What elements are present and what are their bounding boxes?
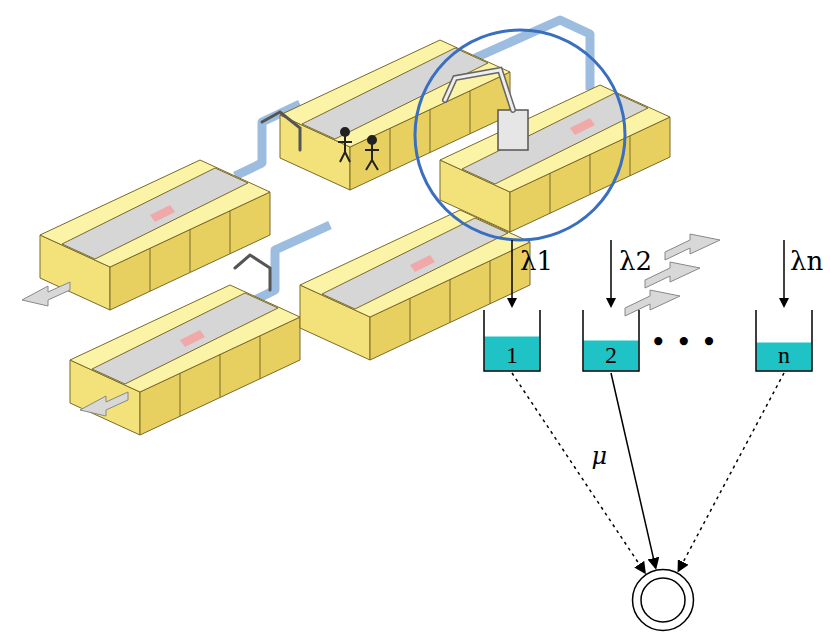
service-rate: μ — [590, 443, 610, 469]
arrival-arrow — [512, 240, 784, 306]
dotted-connector — [678, 373, 784, 571]
belt-arrow — [570, 118, 595, 135]
arrival-arrow — [783, 240, 785, 306]
belt-arrow — [150, 205, 175, 222]
worker-body — [338, 136, 352, 162]
belt — [92, 293, 278, 384]
belt — [62, 168, 248, 259]
server-node — [631, 568, 695, 632]
arrival-rate: λ1 — [520, 246, 553, 276]
bank-divider — [410, 261, 490, 341]
buffer-outline — [484, 310, 540, 371]
server-circle — [633, 570, 694, 631]
robot-arm — [262, 112, 300, 150]
buffer-outline — [583, 310, 639, 371]
worker-head — [368, 136, 376, 144]
bank-divider — [150, 211, 230, 291]
server-circle — [631, 568, 695, 632]
robot-base — [498, 110, 528, 150]
flow-arrow — [665, 234, 720, 260]
robot-arm — [235, 112, 300, 290]
ellipsis-dots: • • • — [650, 328, 717, 358]
arrival-rate: λn — [790, 246, 823, 276]
belt — [302, 48, 488, 139]
robot-arm — [235, 255, 270, 290]
buffer-number: 1 — [483, 342, 541, 368]
bank-top — [280, 40, 510, 147]
flow-arrow — [625, 290, 680, 316]
machine-bank — [440, 85, 670, 232]
server-circle — [641, 578, 685, 622]
queue-buffer: n — [755, 310, 813, 372]
belt-arrow — [180, 330, 205, 347]
service-arrow — [611, 373, 656, 568]
robot-arm — [445, 70, 513, 110]
queue-buffer: 2 — [582, 310, 640, 372]
worker-head — [341, 128, 349, 136]
robot-arm — [445, 70, 528, 150]
worker-figure — [338, 128, 379, 170]
buffer-outline — [756, 310, 812, 371]
buffer-number: 2 — [582, 342, 640, 368]
zoom-circle — [415, 30, 625, 240]
buffer-number: n — [755, 342, 813, 368]
bank-top — [300, 210, 530, 317]
worker-body — [365, 144, 379, 170]
arrival-arrow — [511, 240, 513, 306]
bank-top — [440, 85, 670, 192]
machine-bank — [70, 285, 300, 435]
bank-divider — [180, 336, 260, 416]
arrival-rate: λ2 — [619, 246, 652, 276]
flow-arrow — [80, 392, 128, 416]
dotted-connector — [512, 373, 645, 572]
bank-top — [40, 160, 270, 267]
bank-top — [70, 285, 300, 392]
arrival-arrow — [610, 240, 612, 306]
queue-buffer: 1 — [483, 310, 541, 372]
robot-arm — [445, 70, 513, 110]
belt-arrow — [410, 255, 435, 272]
flow-arrow — [645, 262, 700, 288]
flow-arrow — [22, 282, 70, 306]
